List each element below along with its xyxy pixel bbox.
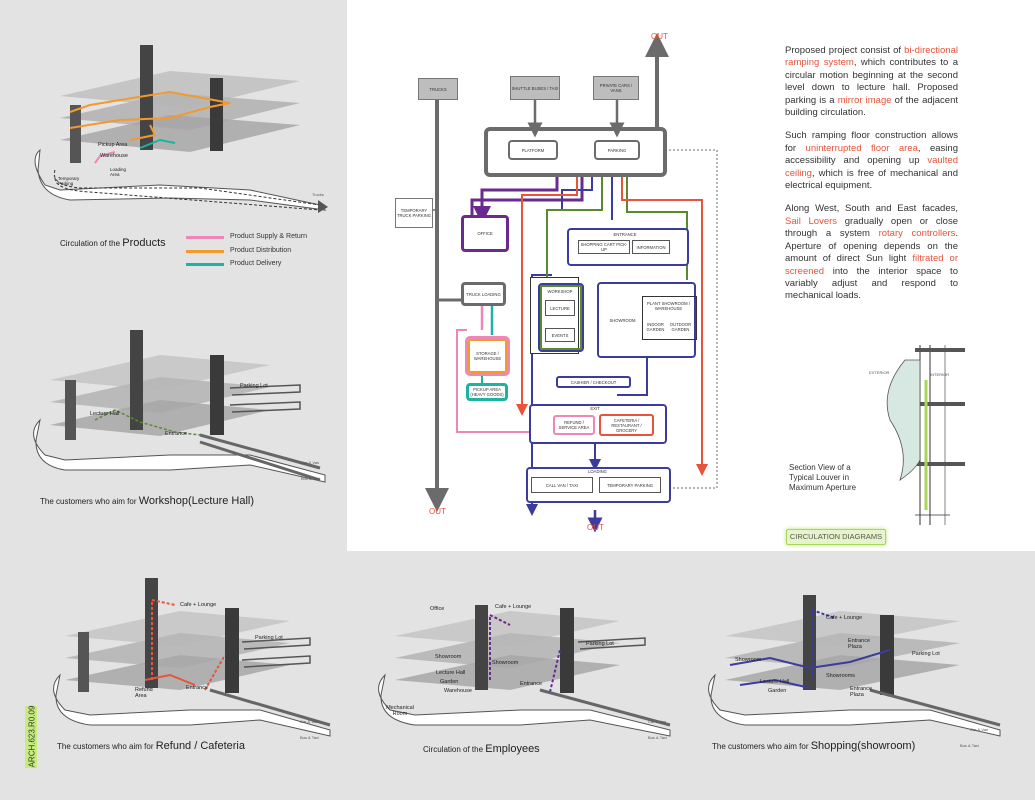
pickup-area-label: Pickup Area	[98, 142, 128, 148]
shopping-showroom2-label: Showrooms	[826, 673, 856, 679]
fc-cashier: CASHIER / CHECKOUT	[556, 376, 631, 388]
shopping-showroom1-label: Showroom	[735, 657, 762, 663]
refund-cafe-label: Cafe + Lounge	[180, 602, 217, 608]
fc-workshop	[538, 283, 584, 352]
shopping-cafe-label: Cafe + Lounge	[826, 615, 863, 621]
warehouse-label: Warehouse	[100, 153, 128, 159]
shopping-diagram	[708, 595, 1001, 737]
employees-garden-label: Garden	[440, 679, 459, 685]
section-interior: INTERIOR	[930, 372, 950, 377]
section-caption: Section View of a Typical Louver in Maxi…	[789, 463, 857, 492]
fc-showroom: SHOWROOM	[609, 317, 636, 323]
circulation-tag: CIRCULATION DIAGRAMS	[786, 529, 886, 545]
description-p1: Proposed project consist of bi-direction…	[785, 45, 958, 119]
employees-caption: Circulation of the Employees	[423, 743, 540, 755]
fc-out-left: OUT	[429, 507, 446, 516]
products-caption: Circulation of the Products	[60, 237, 166, 249]
fc-entrance: ENTRANCE	[613, 231, 637, 237]
fc-office: OFFICE	[461, 215, 509, 252]
fc-cafeteria: CAFETERIA / RESTAURANT / GROCERY	[599, 414, 654, 436]
refund-caption: The customers who aim for Refund / Cafet…	[57, 740, 245, 752]
employees-parking-label: Parking Lot	[586, 641, 614, 647]
fc-showroom-group	[597, 282, 696, 358]
shopping-car-label: Car & Van	[970, 727, 989, 732]
workshop-bus-label: Bus & Taxi	[301, 476, 320, 481]
legend-swatch-distribution	[186, 250, 224, 253]
legend-supply-return: Product Supply & Return	[230, 233, 308, 240]
shopping-caption: The customers who aim for Shopping(showr…	[712, 740, 916, 752]
description-p3: Along West, South and East facades, Sail…	[785, 203, 959, 302]
fc-shopping-cart: SHOPPING CART PICK-UP	[578, 240, 630, 254]
fc-parking-group	[484, 127, 667, 177]
legend-distribution: Product Distribution	[230, 247, 292, 254]
fc-temp-parking: TEMPORARY PARKING	[599, 477, 661, 493]
fc-trucks: TRUCKS	[418, 78, 458, 100]
loading-area-label: Loading Area	[110, 167, 127, 177]
refund-parking-label: Parking Lot	[255, 635, 283, 641]
employees-cafe-label: Cafe + Lounge	[495, 604, 532, 610]
workshop-car-label: Car & Van	[301, 460, 320, 465]
fc-private: PRIVATE CARS / VANS	[593, 76, 639, 100]
shopping-garden-label: Garden	[768, 688, 787, 694]
fc-storage: STORAGE / WAREHOUSE	[465, 336, 510, 376]
employees-office-label: Office	[430, 606, 445, 612]
workshop-diagram	[33, 330, 326, 483]
refund-area-label: Refund Area	[135, 687, 153, 699]
fc-parking: PARKING	[594, 140, 640, 160]
section-exterior: EXTERIOR	[869, 370, 890, 375]
fc-platform: PLATFORM	[508, 140, 558, 160]
workshop-parking-label: Parking Lot	[240, 383, 268, 389]
employees-diagram	[378, 605, 671, 737]
refund-bus-label: Bus & Taxi	[300, 735, 319, 740]
refund-entrance-label: Entrance	[186, 685, 209, 691]
shopping-parking-label: Parking Lot	[912, 651, 940, 657]
fc-out-top: OUT	[651, 32, 668, 41]
fc-out-bottom: OUT	[587, 523, 604, 532]
trucks-label: Trucks	[312, 192, 324, 197]
fc-workshop-label: WORKSHOP	[547, 288, 573, 294]
fc-pickup-area: PICKUP AREA (HEAVY GOODS)	[466, 383, 508, 401]
shopping-lecture-label: Lecture Hall	[760, 679, 790, 685]
legend-swatch-delivery	[186, 263, 224, 266]
louver-section	[886, 345, 965, 525]
sheet-id: ARCH.623.R0.09	[25, 706, 37, 768]
fc-shuttle: SHUTTLE BUSES / TAXI	[510, 76, 560, 100]
shopping-entrance2-label: Entrance Plaza	[850, 686, 873, 698]
refund-car-label: Car & Van	[300, 719, 319, 724]
fc-plant-group	[642, 296, 697, 340]
temporary-parking-label: Temporary Parking	[58, 176, 80, 186]
employees-bus-label: Bus & Taxi	[648, 735, 667, 740]
fc-indoor-garden: INDOOR GARDEN	[646, 322, 665, 332]
fc-refund: REFUND / SERVICE AREA	[553, 415, 595, 435]
fc-exit: EXIT	[590, 406, 600, 411]
description-p2: Such ramping floor construction allows f…	[785, 130, 958, 192]
legend-delivery: Product Delivery	[230, 260, 282, 267]
employees-lecture-label: Lecture Hall	[436, 670, 466, 676]
fc-temp-truck: TEMPORARY TRUCK PARKING	[395, 198, 433, 228]
employees-showroom2-label: Showroom	[492, 660, 519, 666]
fc-plant-showroom: PLANT SHOWROOM / WAREHOUSE	[647, 301, 690, 311]
fc-loading: LOADING	[588, 469, 607, 474]
fc-truck-loading: TRUCK LOADING	[461, 282, 506, 306]
fc-outdoor-garden: OUTDOOR GARDEN	[669, 322, 692, 332]
legend-swatch-supply	[186, 236, 224, 239]
shopping-entrance1-label: Entrance Plaza	[848, 638, 871, 650]
workshop-lecture-label: Lecture Hall	[90, 411, 120, 417]
employees-mech-label: Mechanical Room	[386, 705, 414, 717]
workshop-caption: The customers who aim for Workshop(Lectu…	[40, 495, 255, 507]
employees-warehouse-label: Warehouse	[444, 688, 472, 694]
refund-diagram	[53, 578, 331, 737]
employees-car-label: Car & Van	[648, 719, 667, 724]
fc-call-van: CALL VAN / TAXI	[531, 477, 593, 493]
employees-showroom1-label: Showroom	[435, 654, 462, 660]
fc-events: EVENTS	[545, 328, 575, 342]
employees-entrance-label: Entrance	[520, 681, 543, 687]
workshop-entrance-label: Entrance	[165, 431, 188, 437]
fc-lecture: LECTURE	[545, 300, 575, 316]
description-text: Proposed project consist of bi-direction…	[785, 45, 958, 314]
products-diagram	[34, 45, 328, 213]
shopping-bus-label: Bus & Taxi	[960, 743, 979, 748]
fc-information: INFORMATION	[632, 240, 670, 254]
